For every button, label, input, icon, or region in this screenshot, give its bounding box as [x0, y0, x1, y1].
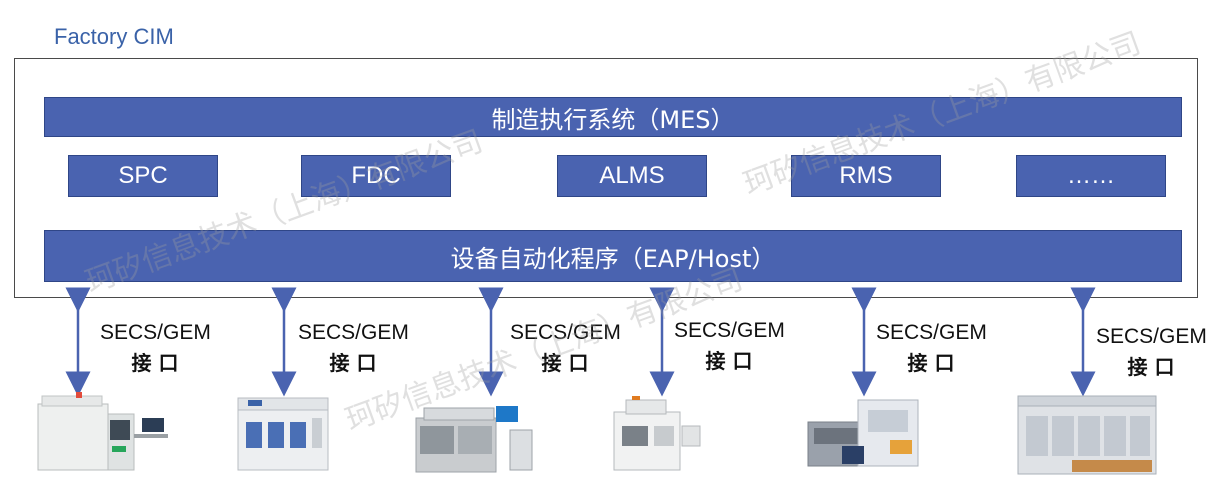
diagram-title: Factory CIM — [54, 24, 174, 49]
eap-bar: 设备自动化程序（EAP/Host） — [44, 230, 1182, 282]
equipment-image-3 — [415, 406, 533, 473]
module-fdc: FDC — [301, 155, 451, 197]
module-rms: RMS — [791, 155, 941, 197]
equipment-image-1 — [37, 392, 168, 471]
module-spc: SPC — [68, 155, 218, 197]
equipment-image-6 — [1017, 395, 1157, 475]
equipment-image-2 — [237, 397, 329, 471]
equipment-image-5 — [807, 399, 919, 467]
mes-bar: 制造执行系统（MES） — [44, 97, 1182, 137]
equipment-image-4 — [613, 396, 701, 471]
module-alms: ALMS — [557, 155, 707, 197]
module-more: …… — [1016, 155, 1166, 197]
